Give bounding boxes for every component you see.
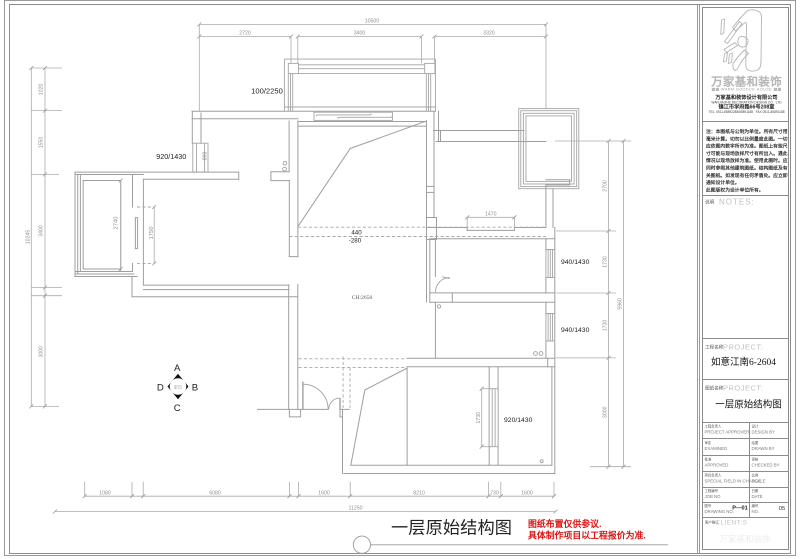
svg-text:DESIGN BY: DESIGN BY xyxy=(752,430,776,435)
svg-text:批准: 批准 xyxy=(705,457,712,462)
svg-text:情况以现场放样为准。使用此图时。应: 情况以现场放样为准。使用此图时。应 xyxy=(706,157,788,164)
svg-text:镇江市学府路66号208室: 镇江市学府路66号208室 xyxy=(719,103,775,111)
svg-text:6080: 6080 xyxy=(209,490,221,496)
svg-text:审定: 审定 xyxy=(705,440,712,445)
svg-text:一层原始结构图: 一层原始结构图 xyxy=(715,399,782,411)
svg-text:通知设计单位。: 通知设计单位。 xyxy=(706,179,740,186)
svg-text:1750: 1750 xyxy=(149,227,155,240)
svg-text:NOTES:: NOTES: xyxy=(719,198,755,207)
svg-text:绘图: 绘图 xyxy=(752,440,759,445)
svg-text:PROJECT APPROVER: PROJECT APPROVER xyxy=(705,430,750,435)
svg-text:10500: 10500 xyxy=(365,19,380,25)
svg-text:毫米计算。切勿以比例量度此图。一切: 毫米计算。切勿以比例量度此图。一切 xyxy=(706,135,788,142)
svg-text:审核: 审核 xyxy=(752,457,759,462)
svg-text:万家基和装饰设计有限公司: 万家基和装饰设计有限公司 xyxy=(714,93,777,101)
svg-text:客户确认: 客户确认 xyxy=(705,520,719,525)
svg-text:11250: 11250 xyxy=(348,505,362,511)
svg-text:说明: 说明 xyxy=(705,199,715,206)
svg-text:890: 890 xyxy=(203,152,209,161)
svg-text:比例: 比例 xyxy=(752,473,759,478)
svg-text:WANJIAJIHE DECORATION DESIGN C: WANJIAJIHE DECORATION DESIGN CO. LTD xyxy=(711,101,782,105)
svg-text:万家基和装饰: 万家基和装饰 xyxy=(710,75,782,89)
svg-text:1600: 1600 xyxy=(318,490,330,496)
svg-text:PROJECT:: PROJECT: xyxy=(723,384,763,393)
svg-text:DRAWING NO.: DRAWING NO. xyxy=(705,509,734,514)
svg-text:P—01: P—01 xyxy=(732,506,748,512)
svg-text:TEL: 0511-85892288/85891188: TEL: 0511-85892288/85891188 FAX 0511-858… xyxy=(709,110,785,114)
svg-text:同时参照其他建筑图纸。结构图纸及有: 同时参照其他建筑图纸。结构图纸及有 xyxy=(706,165,788,172)
svg-text:-280: -280 xyxy=(349,237,362,244)
svg-text:项目负责人: 项目负责人 xyxy=(705,473,723,478)
svg-text:定位: 定位 xyxy=(174,384,182,391)
svg-text:440: 440 xyxy=(351,230,362,237)
svg-text:万家基和装饰: 万家基和装饰 xyxy=(719,534,771,544)
svg-text:1020: 1020 xyxy=(39,84,45,96)
svg-text:工程负责人: 工程负责人 xyxy=(705,424,723,429)
svg-text:100/2250: 100/2250 xyxy=(251,87,283,96)
svg-text:2720: 2720 xyxy=(239,31,251,37)
svg-text:此图版权为设计单位所有。: 此图版权为设计单位所有。 xyxy=(706,186,764,193)
svg-text:注：本图纸与公制为单位。所有尺寸用: 注：本图纸与公制为单位。所有尺寸用 xyxy=(706,128,788,135)
svg-text:B: B xyxy=(192,383,198,394)
svg-text:图纸布置仅供参议.: 图纸布置仅供参议. xyxy=(528,518,601,529)
svg-text:1600: 1600 xyxy=(521,490,533,496)
svg-text:应依图内数字所示为准。图纸上有些尺: 应依图内数字所示为准。图纸上有些尺 xyxy=(706,143,788,150)
svg-text:▩▩ WARM GOODCE HOUSE ▩▩: ▩▩ WARM GOODCE HOUSE ▩▩ xyxy=(711,88,781,92)
svg-text:设计: 设计 xyxy=(752,424,759,429)
svg-text:EXAMINED: EXAMINED xyxy=(705,446,727,451)
svg-text:2740: 2740 xyxy=(114,217,120,230)
svg-text:D: D xyxy=(157,383,164,394)
svg-text:DRAWN BY: DRAWN BY xyxy=(752,446,775,451)
svg-text:05: 05 xyxy=(779,506,785,512)
svg-text:10245: 10245 xyxy=(26,230,32,245)
svg-text:A: A xyxy=(174,363,181,374)
svg-text:1730: 1730 xyxy=(603,256,609,268)
svg-text:SPECIAL FIELD IN CHARGE: SPECIAL FIELD IN CHARGE xyxy=(705,479,762,484)
svg-text:920/1430: 920/1430 xyxy=(156,152,186,161)
svg-text:图号: 图号 xyxy=(705,503,712,508)
svg-text:3400: 3400 xyxy=(354,31,366,37)
svg-text:3400: 3400 xyxy=(39,225,45,237)
svg-text:图纸名称: 图纸名称 xyxy=(705,385,724,392)
svg-text:1470: 1470 xyxy=(485,212,497,218)
svg-text:CLIENT:S: CLIENT:S xyxy=(716,520,748,527)
svg-text:920/1430: 920/1430 xyxy=(504,417,533,424)
svg-text:APPROVED: APPROVED xyxy=(705,463,729,468)
svg-text:940/1430: 940/1430 xyxy=(561,327,590,334)
svg-text:CH:2650: CH:2650 xyxy=(352,295,373,301)
svg-text:寸可能与现场放样尺寸有所出入。遇此: 寸可能与现场放样尺寸有所出入。遇此 xyxy=(706,150,788,157)
svg-text:1730: 1730 xyxy=(476,412,482,424)
svg-text:940/1430: 940/1430 xyxy=(561,259,590,266)
svg-text:CHECKED BY: CHECKED BY xyxy=(752,463,780,468)
svg-text:DATE: DATE xyxy=(752,494,763,499)
svg-text:C: C xyxy=(174,403,181,414)
svg-text:8210: 8210 xyxy=(413,490,425,496)
svg-text:3000: 3000 xyxy=(603,406,609,418)
svg-text:3320: 3320 xyxy=(483,31,495,37)
svg-text:日期: 日期 xyxy=(752,488,759,493)
svg-text:工程名称: 工程名称 xyxy=(705,344,724,351)
svg-text:2700: 2700 xyxy=(603,180,609,192)
svg-text:SCALE: SCALE xyxy=(752,479,766,484)
svg-text:1080: 1080 xyxy=(99,490,111,496)
svg-text:NO.: NO. xyxy=(752,509,760,514)
svg-text:工程编号: 工程编号 xyxy=(705,488,719,493)
svg-text:一层原始结构图: 一层原始结构图 xyxy=(391,518,512,538)
svg-text:关图纸。如发现有任何矛盾处。应立即: 关图纸。如发现有任何矛盾处。应立即 xyxy=(706,172,788,179)
svg-text:1730: 1730 xyxy=(603,320,609,332)
svg-text:730: 730 xyxy=(490,490,499,496)
svg-text:如意江南6-2604: 如意江南6-2604 xyxy=(711,356,776,368)
svg-text:PROJECT:: PROJECT: xyxy=(723,343,763,352)
svg-text:编号: 编号 xyxy=(752,503,759,508)
svg-text:具体制作项目以工程报价为准.: 具体制作项目以工程报价为准. xyxy=(527,530,646,541)
svg-text:5960: 5960 xyxy=(618,298,624,310)
svg-text:1550: 1550 xyxy=(39,137,45,149)
svg-text:JOB NO: JOB NO xyxy=(705,494,722,499)
svg-text:3000: 3000 xyxy=(39,346,45,358)
